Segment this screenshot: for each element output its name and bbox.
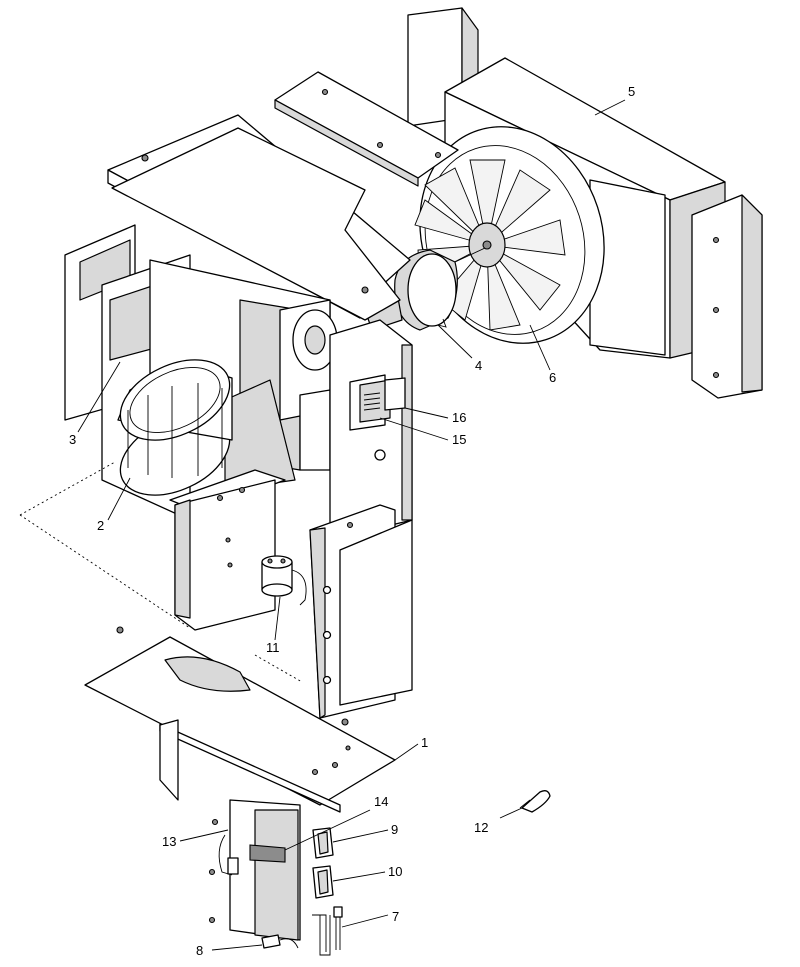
callout-5: 5 — [628, 84, 635, 99]
callout-12: 12 — [474, 820, 488, 835]
alignment-line — [19, 461, 303, 683]
callout-7: 7 — [392, 909, 399, 924]
callout-14: 14 — [374, 794, 388, 809]
switch-9 — [312, 827, 334, 859]
front-panels — [309, 504, 413, 726]
top-cover — [107, 71, 459, 321]
callout-16: 16 — [452, 410, 466, 425]
callout-15: 15 — [452, 432, 466, 447]
callout-labels: 1 2 3 4 5 6 7 8 9 10 11 12 13 14 15 16 — [69, 84, 635, 958]
callout-4: 4 — [475, 358, 482, 373]
callout-11: 11 — [266, 640, 280, 655]
control-panel — [329, 319, 413, 541]
callout-8: 8 — [196, 943, 203, 958]
capacitor — [261, 555, 307, 606]
relay-label — [363, 392, 381, 411]
callout-3: 3 — [69, 432, 76, 447]
control-box — [208, 799, 301, 941]
capacitor-bracket — [169, 469, 286, 631]
callout-6: 6 — [549, 370, 556, 385]
base-pan — [84, 626, 396, 813]
callout-10: 10 — [388, 864, 402, 879]
callout-1: 1 — [421, 735, 428, 750]
leader-lines — [77, 99, 626, 951]
heater-element — [312, 906, 343, 956]
blower-wheel — [117, 359, 233, 496]
screw-8 — [261, 934, 299, 949]
sensor-12 — [519, 790, 551, 813]
callout-9: 9 — [391, 822, 398, 837]
switch-10 — [312, 865, 334, 899]
callout-13: 13 — [162, 834, 176, 849]
callout-2: 2 — [97, 518, 104, 533]
